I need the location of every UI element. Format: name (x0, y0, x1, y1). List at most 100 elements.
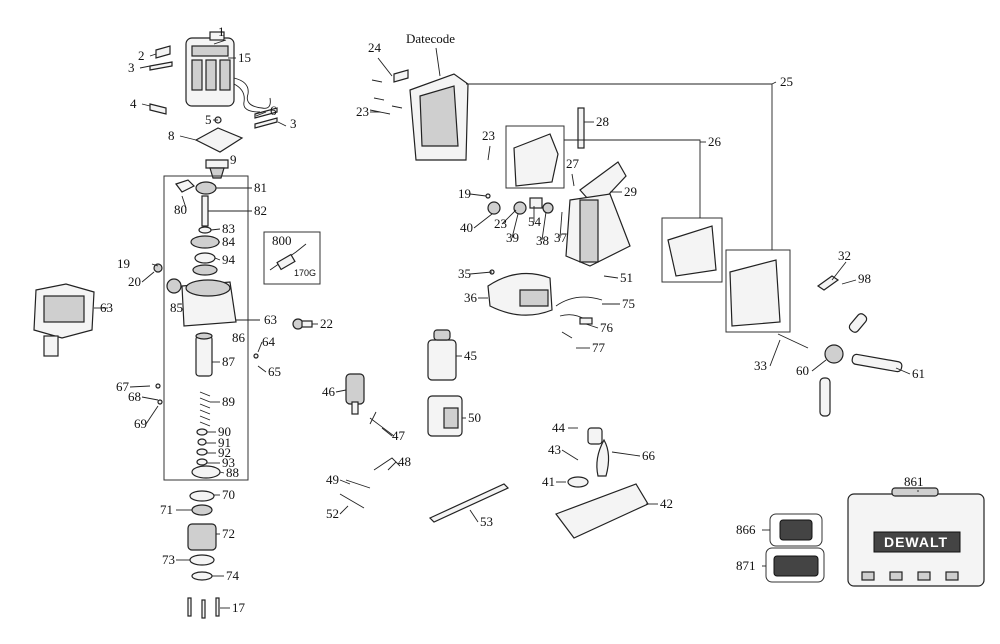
leader-line (611, 451, 641, 457)
part-callout-33: 33 (754, 358, 767, 373)
leader-line (769, 339, 781, 367)
part-callout-89: 89 (222, 394, 235, 409)
part-callout-48: 48 (398, 454, 411, 469)
part-callout-70: 70 (222, 487, 235, 502)
part-callout-87: 87 (222, 354, 236, 369)
part-callout-35: 35 (458, 266, 471, 281)
leader-line (145, 405, 159, 425)
part-callout-81: 81 (254, 180, 267, 195)
part-callout-866: 866 (736, 522, 756, 537)
leader-line (541, 211, 547, 241)
part-callout-52: 52 (326, 506, 339, 521)
leader-line (571, 173, 575, 187)
handle-assembly (565, 107, 631, 267)
leader-line (255, 111, 267, 117)
part-callout-82: 82 (254, 203, 267, 218)
part-callout-5: 5 (205, 112, 212, 127)
part-callout-23: 23 (482, 128, 495, 143)
part-callout-15: 15 (238, 50, 251, 65)
part-callout-69: 69 (134, 416, 147, 431)
leader-line (151, 263, 159, 267)
part-callout-66: 66 (642, 448, 656, 463)
part-callout-63: 63 (264, 312, 277, 327)
leader-line (473, 213, 493, 229)
part-callout-19: 19 (458, 186, 471, 201)
leader-line (387, 461, 397, 471)
gear-housing-left (33, 283, 95, 357)
part-callout-23: 23 (356, 104, 369, 119)
leader-line (129, 385, 151, 388)
leader-line (339, 505, 349, 515)
gasket-plate (194, 116, 244, 179)
part-callout-77: 77 (592, 340, 606, 355)
cover-part-26 (505, 125, 565, 189)
housing-box-26 (661, 217, 723, 283)
part-callout-54: 54 (528, 214, 542, 229)
part-callout-2: 2 (138, 48, 145, 63)
leader-line (149, 53, 157, 57)
switch-components (485, 193, 554, 275)
part-callout-72: 72 (222, 526, 235, 541)
seal-rings-lower (187, 490, 220, 619)
part-callout-60: 60 (796, 363, 809, 378)
part-callout-39: 39 (506, 230, 519, 245)
part-callout-91: 91 (218, 435, 231, 450)
part-callout-1: 1 (218, 24, 225, 39)
callout-leaders (94, 39, 919, 609)
part-callout-28: 28 (596, 114, 609, 129)
part-callout-67: 67 (116, 379, 130, 394)
part-callout-800: 800 (272, 233, 292, 248)
housing-half-25 (729, 259, 781, 327)
part-callout-49: 49 (326, 472, 339, 487)
leader-line (469, 193, 487, 197)
part-callout-36: 36 (464, 290, 478, 305)
part-callout-71: 71 (160, 502, 173, 517)
part-callout-63: 63 (100, 300, 113, 315)
part-callout-37: 37 (554, 230, 568, 245)
part-callout-3: 3 (128, 60, 135, 75)
part-callout-50: 50 (468, 410, 481, 425)
left-housing-half (369, 69, 469, 161)
leader-line (831, 261, 847, 281)
decal-parts (149, 45, 278, 129)
part-callout-51: 51 (620, 270, 633, 285)
part-callout-42: 42 (660, 496, 673, 511)
part-callout-24: 24 (368, 40, 382, 55)
part-callout-86: 86 (232, 330, 246, 345)
leader-line (469, 271, 493, 275)
part-callout-92: 92 (218, 445, 231, 460)
leader-line (141, 103, 151, 107)
part-callout-61: 61 (912, 366, 925, 381)
part-callout-3: 3 (290, 116, 297, 131)
leader-line (257, 341, 263, 353)
part-callout-23: 23 (494, 216, 507, 231)
part-callout-84: 84 (222, 234, 236, 249)
charger-871 (765, 547, 825, 583)
motor-cover-assembly (185, 31, 271, 113)
leader-line (139, 65, 151, 69)
leader-line (501, 209, 517, 225)
part-callout-46: 46 (322, 384, 336, 399)
part-callout-75: 75 (622, 296, 635, 311)
leader-line (214, 257, 221, 261)
leader-line (335, 389, 347, 393)
leader-line (811, 359, 827, 372)
leader-line (771, 81, 777, 85)
leader-line (181, 195, 187, 209)
battery-866 (769, 513, 823, 547)
leader-line (603, 275, 619, 279)
part-callout-47: 47 (392, 428, 406, 443)
accessories-right (777, 275, 903, 417)
leader-line (559, 211, 563, 239)
leader-line (381, 427, 393, 437)
part-callout-25: 25 (780, 74, 793, 89)
carrying-case: DEWALT (847, 487, 985, 587)
part-callout-98: 98 (858, 271, 871, 286)
tools-47-53 (339, 411, 510, 523)
part-callout-38: 38 (536, 233, 549, 248)
adapter-50 (427, 395, 463, 437)
leader-line (487, 145, 491, 161)
part-callout-17: 17 (232, 600, 246, 615)
